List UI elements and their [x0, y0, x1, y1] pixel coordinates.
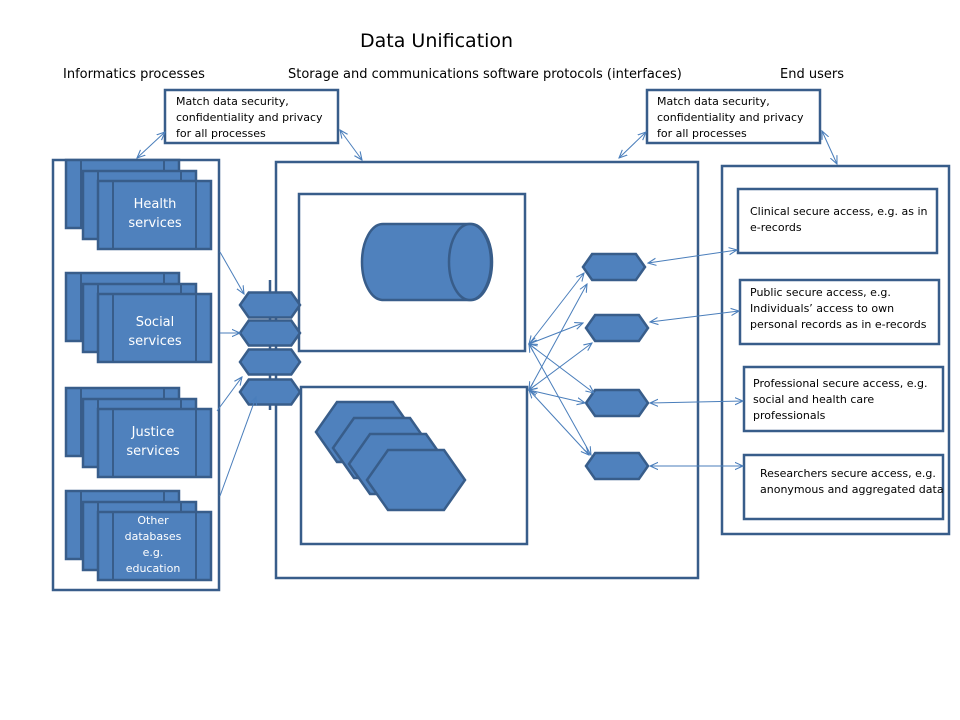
interface-hexagon-left: [238, 319, 302, 347]
service-line: services: [128, 334, 182, 349]
end-user-line: Clinical secure access, e.g. as in: [750, 205, 928, 218]
security-note-box-left: [163, 88, 340, 145]
card-body: [96, 407, 213, 479]
end-user-box-professional: [742, 365, 945, 433]
note-line: for all processes: [657, 127, 747, 140]
end-user-box-clinical: [736, 187, 939, 255]
card-body: [96, 179, 213, 251]
interface-to-user-arrow: [650, 401, 743, 403]
end-user-line: Professional secure access, e.g.: [753, 377, 928, 390]
note-line: Match data security,: [657, 95, 770, 108]
storage-to-interface-arrow: [529, 390, 589, 455]
note-line: for all processes: [176, 127, 266, 140]
service-stack-justice: [64, 386, 213, 479]
end-user-label-public: Public secure access, e.g. Individuals’ …: [750, 285, 926, 333]
interface-hexagon-right: [584, 388, 650, 418]
end-user-line: professionals: [753, 409, 826, 422]
note-line: confidentiality and privacy: [176, 111, 323, 124]
card-body: [96, 510, 213, 582]
interface-hexagon-right: [584, 313, 650, 343]
stack-card-front: [96, 510, 213, 582]
stack-card-front: [96, 179, 213, 251]
service-to-interface-arrow: [216, 377, 242, 412]
service-to-interface-arrow: [219, 397, 256, 497]
security-link-arrow: [619, 132, 646, 158]
end-user-line: personal records as in e-records: [750, 318, 927, 331]
interface-to-user-arrow: [648, 250, 737, 263]
service-to-interface-arrow: [219, 251, 244, 294]
interface-hexagon-left: [238, 348, 302, 376]
card-body: [96, 292, 213, 364]
interface-hexagon-right: [581, 252, 647, 282]
storage-to-interface-arrow: [529, 344, 594, 393]
service-stack-other: [64, 489, 213, 582]
stack-card-front: [96, 292, 213, 364]
service-line: e.g.: [142, 546, 164, 559]
interface-to-user-arrow: [650, 311, 739, 322]
end-user-line: anonymous and aggregated data: [760, 483, 944, 496]
interface-hexagon-left: [238, 378, 302, 406]
process-hexagon-stack-icon: [314, 400, 467, 512]
service-line: Health: [133, 197, 177, 212]
security-link-arrow: [340, 130, 362, 160]
service-line: databases: [124, 530, 182, 543]
security-link-arrow: [137, 132, 165, 158]
note-line: confidentiality and privacy: [657, 111, 804, 124]
process-box: [299, 385, 529, 546]
interface-hexagon-right: [584, 451, 650, 481]
end-user-box-researchers: [742, 453, 945, 521]
storage-to-interface-arrow: [529, 284, 587, 390]
interface-hexagon-left: [238, 291, 302, 319]
security-note-left: Match data security, confidentiality and…: [176, 94, 323, 142]
service-line: services: [128, 216, 182, 231]
stack-card-front: [96, 407, 213, 479]
security-note-right: Match data security, confidentiality and…: [657, 94, 804, 142]
end-user-line: social and health care: [753, 393, 875, 406]
end-users-container: [720, 164, 951, 536]
service-label-other: Other databases e.g. education: [110, 513, 196, 577]
service-line: Justice: [131, 425, 175, 440]
storage-to-interface-arrow: [529, 343, 592, 390]
security-note-box-right: [645, 88, 822, 145]
service-line: services: [126, 444, 180, 459]
end-user-line: Public secure access, e.g.: [750, 286, 891, 299]
service-label-health: Health services: [112, 195, 198, 233]
storage-to-interface-arrow: [529, 390, 585, 403]
service-stack-social: [64, 271, 213, 364]
end-user-label-professional: Professional secure access, e.g. social …: [753, 376, 927, 424]
section-label-informatics: Informatics processes: [63, 67, 205, 82]
service-stack-health: [64, 158, 213, 251]
section-label-storage: Storage and communications software prot…: [288, 67, 682, 82]
section-label-end-users: End users: [780, 67, 844, 82]
end-user-label-clinical: Clinical secure access, e.g. as in e-rec…: [750, 204, 928, 236]
service-label-justice: Justice services: [110, 423, 196, 461]
page-title: Data Unification: [360, 30, 514, 52]
note-line: Match data security,: [176, 95, 289, 108]
security-link-arrow: [822, 131, 837, 164]
end-user-line: Individuals’ access to own: [750, 302, 895, 315]
storage-container: [274, 160, 700, 580]
end-user-line: e-records: [750, 221, 802, 234]
database-cylinder-icon: [360, 222, 494, 302]
service-line: Other: [137, 514, 169, 527]
service-line: education: [125, 562, 181, 575]
process-hexagon: [365, 448, 467, 512]
database-box: [297, 192, 527, 353]
service-label-social: Social services: [112, 313, 198, 351]
service-line: Social: [135, 315, 175, 330]
end-user-label-researchers: Researchers secure access, e.g. anonymou…: [760, 466, 944, 498]
end-user-line: Researchers secure access, e.g.: [760, 467, 936, 480]
